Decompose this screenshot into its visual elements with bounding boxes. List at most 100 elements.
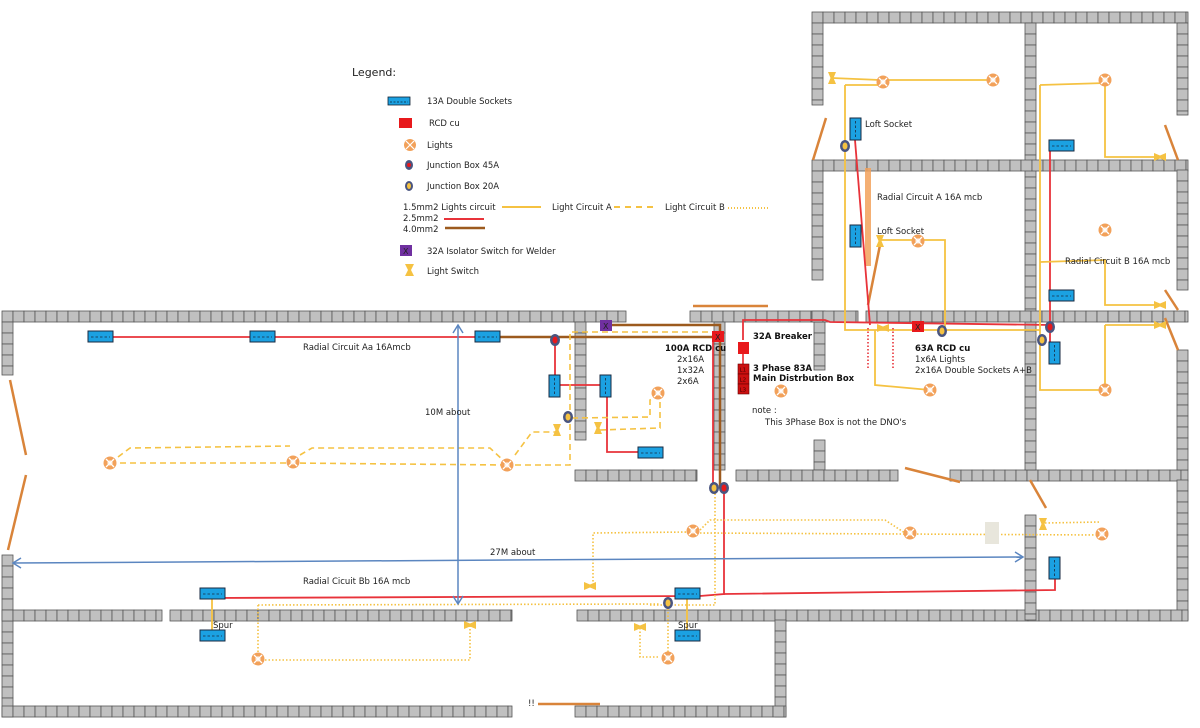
wall-brick — [466, 609, 479, 622]
wall-brick — [1015, 469, 1028, 482]
wall-brick — [188, 310, 201, 323]
double-socket-icon — [1048, 289, 1075, 302]
wall-brick — [998, 159, 1011, 172]
wall-brick — [1, 686, 14, 699]
wall-brick — [954, 11, 967, 24]
wall-brick — [1024, 44, 1037, 57]
light-circuit-b — [110, 462, 506, 466]
wall-brick — [607, 705, 620, 718]
wall-brick — [485, 705, 498, 718]
wall-brick — [717, 705, 730, 718]
placeholder-box — [985, 522, 999, 544]
wall-brick — [1148, 609, 1161, 622]
wall-brick — [1097, 11, 1110, 24]
legend-label: Lights — [427, 141, 453, 151]
wall-brick — [607, 469, 620, 482]
light-circuit-a — [831, 77, 995, 81]
wall-brick — [1024, 451, 1037, 464]
wall-brick — [774, 685, 787, 698]
wall-brick — [1009, 11, 1022, 24]
wall-brick — [166, 705, 179, 718]
wall-brick — [1, 642, 14, 655]
wall-brick — [1176, 589, 1189, 602]
wall-brick — [972, 609, 985, 622]
light-switch-icon — [594, 422, 602, 434]
wall-brick — [1, 565, 14, 578]
wall-brick — [673, 705, 686, 718]
wall-brick — [587, 609, 600, 622]
door — [1163, 124, 1180, 161]
wall-brick — [1176, 501, 1189, 514]
wall-brick — [1024, 231, 1037, 244]
wall-brick — [1093, 609, 1106, 622]
wall-brick — [133, 609, 146, 622]
wall-brick — [994, 609, 1007, 622]
wall-brick — [813, 343, 826, 356]
wall-brick — [1176, 490, 1189, 503]
radial-circuit-a-cable-bar — [865, 168, 871, 266]
wall-brick — [997, 310, 1010, 323]
wall-brick — [1053, 11, 1066, 24]
wall-brick — [1180, 469, 1189, 482]
double-socket-icon — [1048, 139, 1075, 152]
wall-brick — [144, 310, 157, 323]
wall-brick — [664, 609, 677, 622]
wall-brick — [801, 469, 814, 482]
wall-brick — [998, 11, 1011, 24]
wall-brick — [585, 469, 598, 482]
double-socket-icon — [87, 330, 114, 343]
wall-brick — [1174, 159, 1187, 172]
wall-brick — [1158, 469, 1171, 482]
wall-brick — [813, 450, 826, 463]
wall-brick — [210, 705, 223, 718]
wall-brick — [807, 609, 820, 622]
light-circuit-b — [109, 445, 291, 464]
wall-brick — [298, 310, 311, 323]
wall-brick — [1169, 469, 1182, 482]
wall-brick — [1163, 11, 1176, 24]
wall-brick — [1176, 567, 1189, 580]
wall-brick — [1, 609, 14, 622]
light-icon — [876, 75, 890, 89]
wall-brick — [653, 609, 666, 622]
wall-brick — [811, 258, 824, 271]
wall-brick — [155, 609, 163, 622]
wall-brick — [1024, 569, 1037, 582]
radial-circuit-bb-label: Radial Cicuit Bb 16A mcb — [303, 577, 410, 587]
wall-brick — [867, 469, 880, 482]
wall-brick — [1, 631, 14, 644]
wall-brick — [1118, 310, 1131, 323]
wall-brick — [598, 609, 611, 622]
wall-brick — [441, 705, 454, 718]
wall-brick — [100, 705, 113, 718]
wall-brick — [673, 469, 686, 482]
wall-brick — [1024, 591, 1037, 604]
wall-brick — [1185, 11, 1189, 24]
legend: Legend: 13A Double Sockets RCD cu Lights… — [352, 66, 770, 277]
wall-brick — [811, 170, 824, 183]
wall-brick — [1176, 213, 1189, 226]
wall-brick — [452, 310, 465, 323]
wall-brick — [463, 310, 476, 323]
light-switch-icon — [584, 582, 596, 590]
wall-brick — [1114, 469, 1127, 482]
wall-brick — [444, 609, 457, 622]
wall-brick — [353, 310, 366, 323]
wall-brick — [965, 159, 978, 172]
wall-brick — [811, 88, 824, 101]
wall-brick — [899, 159, 912, 172]
svg-text:X: X — [715, 333, 721, 342]
wall-brick — [562, 310, 575, 323]
wall-brick — [684, 705, 697, 718]
wall-brick — [1126, 609, 1139, 622]
wall-brick — [1052, 310, 1065, 323]
wall-brick — [1176, 202, 1189, 215]
wall-brick — [1041, 310, 1054, 323]
wall-brick — [574, 354, 587, 367]
legend-label: Junction Box 20A — [426, 182, 499, 192]
legend-cable-4-0: 4.0mm2 — [403, 225, 439, 235]
wall-brick — [1085, 310, 1098, 323]
wall-brick — [1130, 159, 1143, 172]
light-circuit-a — [1039, 82, 1160, 158]
wall-brick — [1119, 159, 1132, 172]
